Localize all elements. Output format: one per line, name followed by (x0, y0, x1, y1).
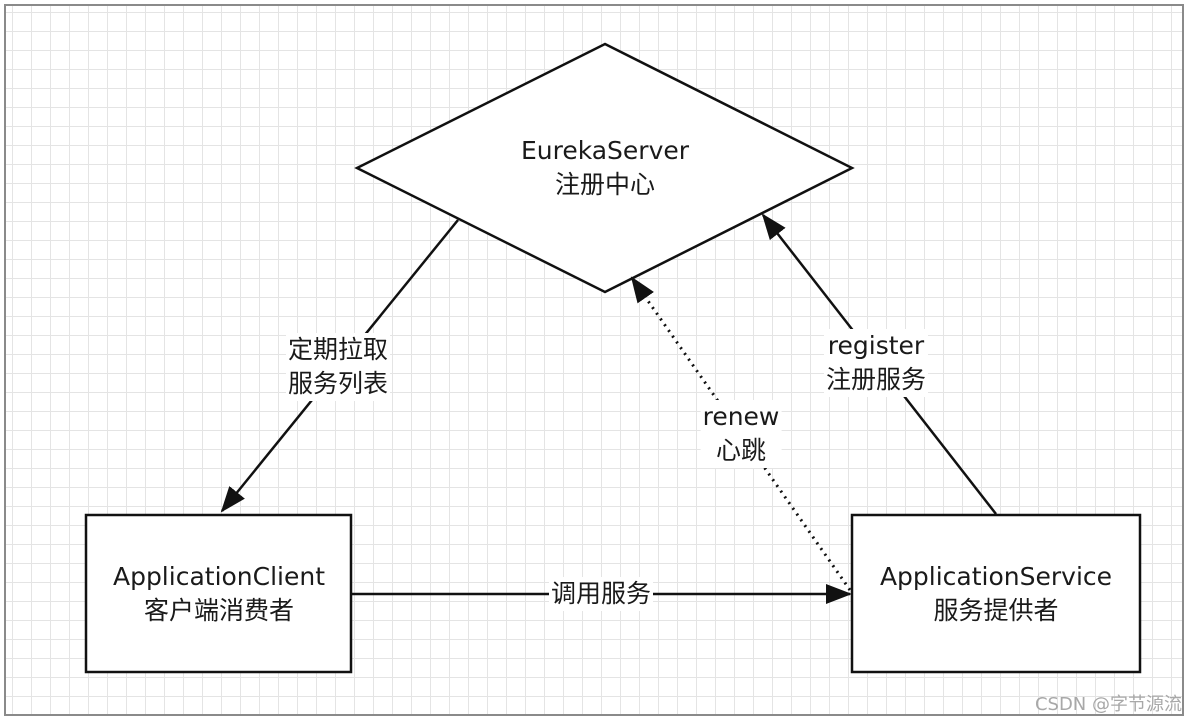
invoke-edge-label: 调用服务 (548, 577, 654, 611)
eureka-server-subtitle: 注册中心 (554, 170, 655, 199)
application-service-label: ApplicationService 服务提供者 (880, 560, 1112, 628)
application-service-title: ApplicationService (879, 562, 1113, 591)
application-client-node (84, 513, 353, 674)
invoke-edge-line1: 调用服务 (550, 579, 652, 608)
eureka-server-node (354, 42, 855, 294)
application-service-node (850, 513, 1142, 674)
application-service-subtitle: 服务提供者 (933, 596, 1059, 625)
fetch-edge-line1: 定期拉取 (287, 335, 389, 364)
watermark: CSDN @字节源流 (1034, 694, 1182, 715)
register-edge-line2: 注册服务 (825, 365, 927, 394)
fetch-edge-line2: 服务列表 (287, 369, 389, 398)
renew-edge-label: renew 心跳 (700, 400, 782, 468)
fetch-edge-label: 定期拉取 服务列表 (285, 333, 391, 401)
register-edge-label: register 注册服务 (823, 329, 929, 397)
application-client-subtitle: 客户端消费者 (143, 596, 294, 625)
register-edge-line1: register (827, 331, 925, 360)
application-client-title: ApplicationClient (112, 562, 326, 591)
application-client-label: ApplicationClient 客户端消费者 (113, 560, 325, 628)
renew-edge-line2: 心跳 (715, 436, 767, 465)
renew-edge-line1: renew (702, 402, 780, 431)
eureka-server-title: EurekaServer (520, 136, 690, 165)
eureka-server-label: EurekaServer 注册中心 (521, 134, 689, 202)
